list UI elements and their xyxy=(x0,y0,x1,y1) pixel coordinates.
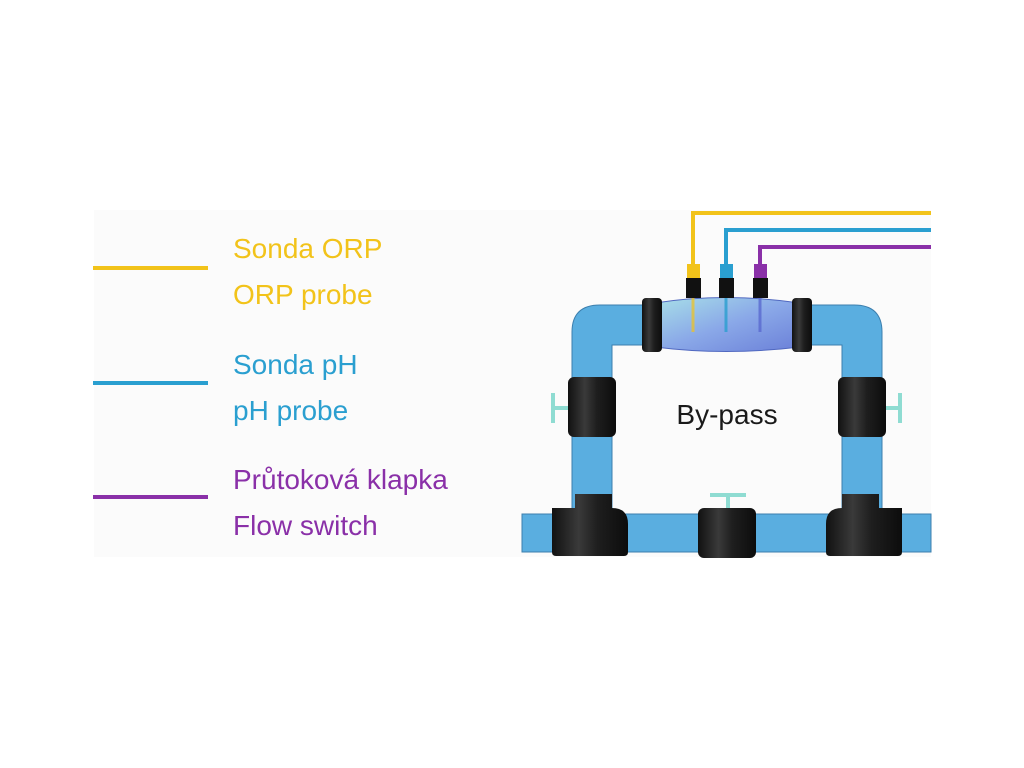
probe-housing-left-coupling xyxy=(642,298,662,352)
ph-wire xyxy=(724,228,931,268)
main-valve-body xyxy=(698,508,756,558)
right-valve-handle xyxy=(886,393,902,423)
diagram-panel xyxy=(94,210,931,557)
probe-housing-right-coupling xyxy=(792,298,812,352)
legend-ph-text: Sonda pH pH probe xyxy=(233,342,358,434)
legend-flow-label-cz: Průtoková klapka xyxy=(233,464,448,495)
legend-orp-text: Sonda ORP ORP probe xyxy=(233,226,382,318)
legend-orp-label-en: ORP probe xyxy=(233,279,373,310)
flow-switch-body xyxy=(753,278,768,298)
legend-flow-line xyxy=(93,495,208,499)
orp-probe-body xyxy=(686,278,701,298)
right-tee-fitting xyxy=(826,494,902,556)
flow-switch-connector xyxy=(754,264,767,278)
bypass-label: By-pass xyxy=(676,399,777,430)
legend-ph-label-cz: Sonda pH xyxy=(233,349,358,380)
ph-probe-body xyxy=(719,278,734,298)
left-valve-handle xyxy=(551,393,568,423)
legend-orp-line xyxy=(93,266,208,270)
ph-probe-connector xyxy=(720,264,733,278)
legend-ph-line xyxy=(93,381,208,385)
legend-flow-text: Průtoková klapka Flow switch xyxy=(233,457,448,549)
main-valve-handle xyxy=(710,493,746,508)
bypass-right-pipe xyxy=(799,304,883,521)
legend-flow-label-en: Flow switch xyxy=(233,510,378,541)
orp-probe-connector xyxy=(687,264,700,278)
orp-wire xyxy=(691,211,931,268)
flow-wire xyxy=(758,245,931,268)
legend-orp-label-cz: Sonda ORP xyxy=(233,233,383,264)
left-tee-fitting xyxy=(552,494,628,556)
legend-ph-label-en: pH probe xyxy=(233,395,349,426)
right-valve-body xyxy=(838,377,886,437)
left-valve-body xyxy=(568,377,616,437)
